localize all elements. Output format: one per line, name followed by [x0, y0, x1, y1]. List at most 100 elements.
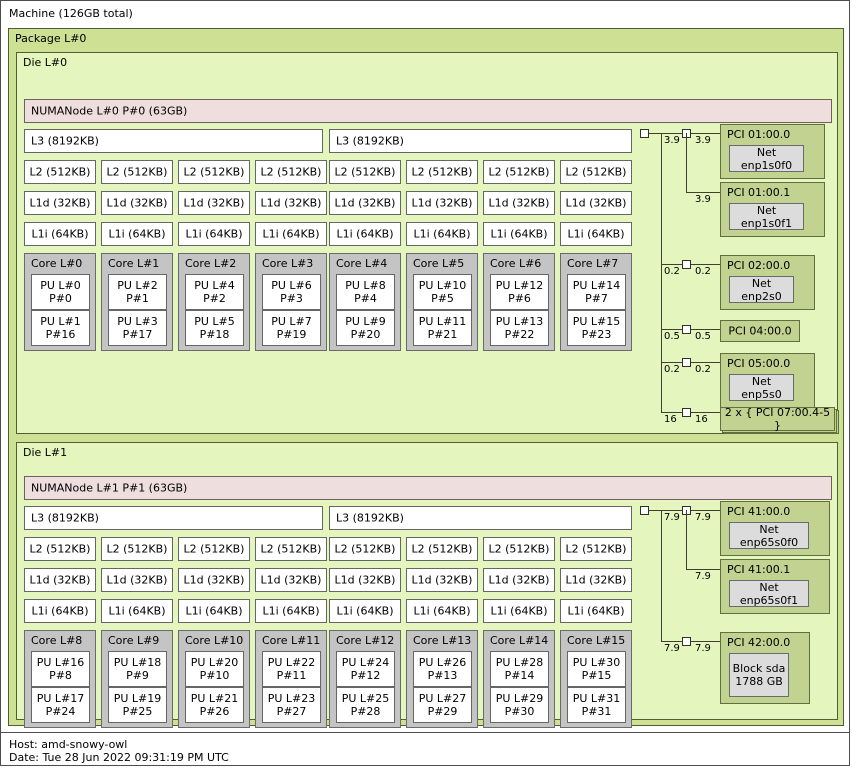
l2-cache-0-2[interactable]: L2 (512KB): [178, 160, 250, 184]
l1d-cache-0-4[interactable]: L1d (32KB): [329, 191, 401, 215]
core-box-0-6[interactable]: Core L#6 PU L#12P#6 PU L#13P#22: [483, 253, 555, 351]
core-box-1-4[interactable]: Core L#12 PU L#24P#12 PU L#25P#28: [329, 630, 401, 728]
pu-box[interactable]: PU L#7P#19: [262, 310, 321, 346]
l1i-cache-0-2[interactable]: L1i (64KB): [178, 222, 250, 246]
pu-box[interactable]: PU L#25P#28: [336, 687, 395, 723]
pu-box[interactable]: PU L#11P#21: [413, 310, 472, 346]
core-box-0-3[interactable]: Core L#3 PU L#6P#3 PU L#7P#19: [255, 253, 327, 351]
l2-cache-0-0[interactable]: L2 (512KB): [24, 160, 96, 184]
l1i-cache-0-5[interactable]: L1i (64KB): [406, 222, 478, 246]
l1i-cache-0-4[interactable]: L1i (64KB): [329, 222, 401, 246]
l1i-cache-0-0[interactable]: L1i (64KB): [24, 222, 96, 246]
pu-box[interactable]: PU L#2P#1: [108, 274, 167, 310]
pu-box[interactable]: PU L#21P#26: [185, 687, 244, 723]
pu-box[interactable]: PU L#3P#17: [108, 310, 167, 346]
core-box-1-0[interactable]: Core L#8 PU L#16P#8 PU L#17P#24: [24, 630, 96, 728]
l2-cache-1-2[interactable]: L2 (512KB): [178, 537, 250, 561]
os-device-box[interactable]: Block sda1788 GB: [729, 653, 789, 697]
l3-cache-1-0[interactable]: L3 (8192KB): [24, 506, 323, 530]
pu-box[interactable]: PU L#27P#29: [413, 687, 472, 723]
pu-box[interactable]: PU L#24P#12: [336, 651, 395, 687]
pu-box[interactable]: PU L#26P#13: [413, 651, 472, 687]
l1d-cache-0-1[interactable]: L1d (32KB): [101, 191, 173, 215]
pci-device-box[interactable]: PCI 01:00.0 Net enp1s0f0: [720, 124, 825, 179]
pu-box[interactable]: PU L#8P#4: [336, 274, 395, 310]
pu-box[interactable]: PU L#17P#24: [31, 687, 90, 723]
l1i-cache-1-7[interactable]: L1i (64KB): [560, 599, 632, 623]
core-box-0-7[interactable]: Core L#7 PU L#14P#7 PU L#15P#23: [560, 253, 632, 351]
pci-bridge[interactable]: [682, 408, 691, 417]
l1d-cache-1-5[interactable]: L1d (32KB): [406, 568, 478, 592]
l3-cache-1-1[interactable]: L3 (8192KB): [329, 506, 632, 530]
pu-box[interactable]: PU L#29P#30: [490, 687, 549, 723]
l2-cache-0-5[interactable]: L2 (512KB): [406, 160, 478, 184]
pu-box[interactable]: PU L#20P#10: [185, 651, 244, 687]
l1i-cache-1-4[interactable]: L1i (64KB): [329, 599, 401, 623]
core-box-1-5[interactable]: Core L#13 PU L#26P#13 PU L#27P#29: [406, 630, 478, 728]
l1i-cache-1-5[interactable]: L1i (64KB): [406, 599, 478, 623]
pu-box[interactable]: PU L#0P#0: [31, 274, 90, 310]
l1i-cache-1-1[interactable]: L1i (64KB): [101, 599, 173, 623]
os-device-box[interactable]: Net enp2s0: [729, 276, 794, 303]
l1i-cache-0-1[interactable]: L1i (64KB): [101, 222, 173, 246]
os-device-box[interactable]: Net enp1s0f0: [729, 145, 804, 172]
pci-bridge[interactable]: [682, 358, 691, 367]
pu-box[interactable]: PU L#28P#14: [490, 651, 549, 687]
pci-bridge[interactable]: [682, 325, 691, 334]
l1i-cache-0-7[interactable]: L1i (64KB): [560, 222, 632, 246]
l1i-cache-1-2[interactable]: L1i (64KB): [178, 599, 250, 623]
os-device-box[interactable]: Net enp65s0f1: [729, 580, 809, 607]
core-box-0-0[interactable]: Core L#0 PU L#0P#0 PU L#1P#16: [24, 253, 96, 351]
l1d-cache-1-7[interactable]: L1d (32KB): [560, 568, 632, 592]
core-box-1-1[interactable]: Core L#9 PU L#18P#9 PU L#19P#25: [101, 630, 173, 728]
l1i-cache-0-6[interactable]: L1i (64KB): [483, 222, 555, 246]
l2-cache-1-7[interactable]: L2 (512KB): [560, 537, 632, 561]
pci-bridge[interactable]: [682, 260, 691, 269]
l1d-cache-1-1[interactable]: L1d (32KB): [101, 568, 173, 592]
pu-box[interactable]: PU L#10P#5: [413, 274, 472, 310]
l1i-cache-1-6[interactable]: L1i (64KB): [483, 599, 555, 623]
l1i-cache-0-3[interactable]: L1i (64KB): [255, 222, 327, 246]
l2-cache-1-5[interactable]: L2 (512KB): [406, 537, 478, 561]
l2-cache-0-4[interactable]: L2 (512KB): [329, 160, 401, 184]
pci-device-box[interactable]: PCI 02:00.0 Net enp2s0: [720, 255, 815, 310]
core-box-1-7[interactable]: Core L#15 PU L#30P#15 PU L#31P#31: [560, 630, 632, 728]
pci-device-box[interactable]: PCI 41:00.0 Net enp65s0f0: [720, 501, 830, 556]
pci-device-box[interactable]: PCI 01:00.1 Net enp1s0f1: [720, 182, 825, 237]
l1d-cache-1-4[interactable]: L1d (32KB): [329, 568, 401, 592]
pci-device-box[interactable]: PCI 42:00.0 Block sda1788 GB: [720, 632, 810, 704]
l1d-cache-0-2[interactable]: L1d (32KB): [178, 191, 250, 215]
core-box-1-2[interactable]: Core L#10 PU L#20P#10 PU L#21P#26: [178, 630, 250, 728]
l3-cache-0-0[interactable]: L3 (8192KB): [24, 129, 323, 153]
core-box-1-6[interactable]: Core L#14 PU L#28P#14 PU L#29P#30: [483, 630, 555, 728]
l1i-cache-1-0[interactable]: L1i (64KB): [24, 599, 96, 623]
l1d-cache-1-0[interactable]: L1d (32KB): [24, 568, 96, 592]
l3-cache-0-1[interactable]: L3 (8192KB): [329, 129, 632, 153]
l1d-cache-1-3[interactable]: L1d (32KB): [255, 568, 327, 592]
l1d-cache-1-6[interactable]: L1d (32KB): [483, 568, 555, 592]
l1d-cache-0-0[interactable]: L1d (32KB): [24, 191, 96, 215]
pu-box[interactable]: PU L#14P#7: [567, 274, 626, 310]
pci-root-bridge[interactable]: [640, 506, 649, 515]
l1d-cache-0-6[interactable]: L1d (32KB): [483, 191, 555, 215]
pu-box[interactable]: PU L#5P#18: [185, 310, 244, 346]
core-box-0-4[interactable]: Core L#4 PU L#8P#4 PU L#9P#20: [329, 253, 401, 351]
pu-box[interactable]: PU L#1P#16: [31, 310, 90, 346]
pu-box[interactable]: PU L#23P#27: [262, 687, 321, 723]
pu-box[interactable]: PU L#9P#20: [336, 310, 395, 346]
core-box-0-2[interactable]: Core L#2 PU L#4P#2 PU L#5P#18: [178, 253, 250, 351]
pu-box[interactable]: PU L#30P#15: [567, 651, 626, 687]
pu-box[interactable]: PU L#4P#2: [185, 274, 244, 310]
l1d-cache-0-7[interactable]: L1d (32KB): [560, 191, 632, 215]
pu-box[interactable]: PU L#16P#8: [31, 651, 90, 687]
pu-box[interactable]: PU L#6P#3: [262, 274, 321, 310]
l1d-cache-0-5[interactable]: L1d (32KB): [406, 191, 478, 215]
pu-box[interactable]: PU L#18P#9: [108, 651, 167, 687]
l1d-cache-0-3[interactable]: L1d (32KB): [255, 191, 327, 215]
core-box-1-3[interactable]: Core L#11 PU L#22P#11 PU L#23P#27: [255, 630, 327, 728]
os-device-box[interactable]: Net enp5s0: [729, 374, 794, 401]
l1d-cache-1-2[interactable]: L1d (32KB): [178, 568, 250, 592]
pu-box[interactable]: PU L#22P#11: [262, 651, 321, 687]
core-box-0-5[interactable]: Core L#5 PU L#10P#5 PU L#11P#21: [406, 253, 478, 351]
os-device-box[interactable]: Net enp65s0f0: [729, 522, 809, 549]
